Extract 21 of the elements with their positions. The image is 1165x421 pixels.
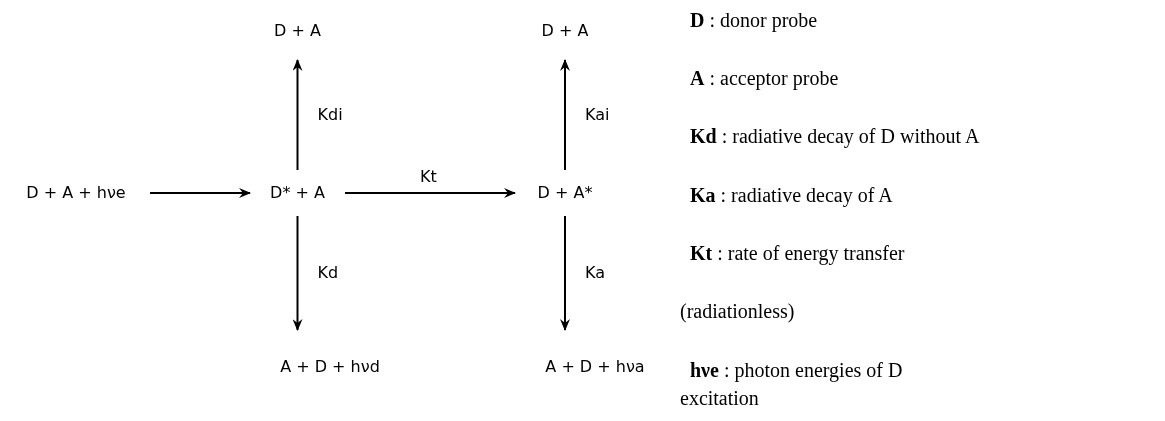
species-text: D + A + hνe (26, 182, 126, 204)
legend-note: A : acceptor probe (690, 66, 839, 90)
arrow (292, 215, 303, 331)
legend-note: Ka : radiative decay of A (690, 183, 893, 207)
species-text: D + A (541, 20, 589, 42)
arrow (560, 215, 570, 331)
arrow (149, 188, 251, 198)
species-text: D* + A (270, 182, 325, 204)
legend-note: hνe : photon energies of D (690, 358, 903, 382)
arrow (560, 59, 570, 171)
species-text: D + A* (537, 182, 593, 204)
legend-note: excitation (680, 386, 759, 410)
legend-note: D : donor probe (690, 8, 818, 32)
legend-note: Kt : rate of energy transfer (690, 241, 905, 265)
legend-note: (radiationless) (680, 299, 795, 323)
arrow (344, 188, 516, 198)
legend-note: Kd : radiative decay of D without A (690, 124, 980, 148)
species-text: A + D + hνd (280, 356, 380, 378)
species-text: D + A (274, 20, 321, 42)
species-text: A + D + hνa (545, 356, 645, 378)
arrow (292, 59, 303, 171)
